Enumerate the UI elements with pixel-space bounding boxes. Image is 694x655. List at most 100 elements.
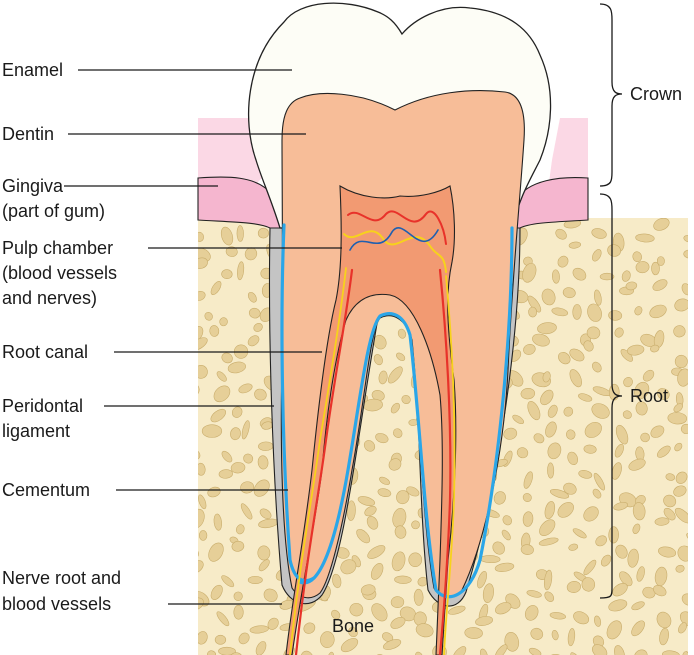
bone-pore (572, 528, 587, 539)
bone-pore (533, 433, 545, 444)
bone-pore (530, 627, 544, 640)
bone-pore (683, 249, 688, 259)
bone-pore (628, 458, 646, 471)
bone-pore (243, 453, 254, 464)
bone-pore (390, 596, 405, 609)
bone-pore (591, 228, 607, 239)
bone-pore (627, 548, 639, 568)
bone-pore (216, 611, 230, 627)
bone-pore (300, 650, 315, 655)
bone-pore (512, 414, 525, 425)
bone-pore (394, 525, 407, 539)
bone-pore (608, 599, 628, 612)
bone-pore (657, 388, 670, 400)
bone-pore (218, 469, 233, 479)
bone-pore (591, 403, 610, 419)
label-gingiva-note: (part of gum) (2, 201, 105, 221)
bone-pore (397, 328, 407, 339)
bone-pore (236, 225, 244, 242)
bone-pore (207, 650, 217, 655)
bone-pore (247, 575, 263, 584)
bone-pore (377, 488, 392, 497)
vessel-line (347, 210, 447, 245)
bone-pore (563, 406, 574, 417)
bone-pore (606, 620, 622, 640)
gingiva (197, 118, 589, 242)
bone-pore (615, 424, 629, 445)
bone-pore (563, 482, 577, 495)
bone-pore (545, 421, 557, 438)
bone-pore (656, 445, 671, 458)
bone-pore (320, 631, 335, 648)
bone-pore (673, 485, 687, 497)
bone-pore (567, 628, 576, 647)
bone-pore (614, 645, 625, 655)
bone-pore (198, 597, 204, 611)
bone-pore (502, 515, 512, 526)
bone-pore (649, 304, 667, 319)
bone-pore (198, 508, 205, 529)
bone-pore (634, 649, 648, 655)
bone-pore (532, 333, 550, 347)
bone-pore (360, 584, 376, 596)
bone-pore (549, 612, 566, 620)
bone-pore (221, 352, 233, 364)
bone-pore (566, 429, 576, 440)
bone-pore (632, 251, 642, 263)
bone-pore (198, 231, 204, 242)
bone-pore (247, 335, 260, 347)
bone-pore (235, 524, 245, 535)
bone-pore (595, 535, 608, 547)
cementum-line-right (298, 226, 514, 599)
bone-pore (612, 583, 628, 597)
bone-pore (642, 586, 656, 599)
bone-pore (654, 517, 670, 526)
bone-pore (210, 281, 222, 296)
bone-pore (221, 269, 233, 280)
bone-pore (363, 440, 376, 452)
vessel-line (343, 230, 447, 273)
bone-pore (557, 255, 569, 268)
bone-pore (475, 616, 493, 626)
bone-pore (503, 427, 518, 440)
bone-pore (656, 256, 665, 266)
bone-pore (522, 262, 537, 283)
bone-pore (247, 291, 257, 303)
bone-pore (544, 501, 556, 520)
bone-pore (675, 471, 688, 484)
bone-pore (394, 575, 412, 584)
bone-pore (340, 638, 359, 653)
bone-pore (568, 241, 582, 249)
vessel-line (349, 227, 439, 251)
bone-pore (634, 381, 650, 400)
bone-pore (464, 627, 483, 639)
bone-pore (198, 337, 208, 351)
bone-pore (370, 563, 384, 580)
bone-pore (547, 462, 555, 479)
bone-pore (625, 281, 638, 291)
bone-pore (378, 370, 388, 385)
bone-pore (257, 455, 269, 470)
bone-pore (581, 577, 596, 592)
bone-pore (259, 508, 272, 520)
bone-pore (213, 513, 223, 531)
bone-pore (408, 552, 423, 568)
bone-pore (549, 653, 564, 655)
bone-pore (198, 365, 208, 379)
bone-pore (583, 340, 594, 352)
bone-pore (621, 270, 631, 282)
pulp-chamber (285, 185, 457, 655)
bone-pore (593, 472, 606, 491)
bone-pore (674, 354, 688, 369)
bone-pore (528, 306, 538, 318)
bone-pore (635, 401, 648, 416)
bone-pore (520, 544, 534, 555)
bone-pore (452, 646, 467, 655)
bone-pore (230, 462, 246, 474)
label-cementum: Cementum (2, 480, 90, 500)
bone-pore (690, 271, 694, 285)
bone-pore (198, 494, 207, 510)
bone-pore (331, 609, 341, 620)
bone-pore (568, 543, 579, 551)
bone-pore (210, 584, 223, 600)
